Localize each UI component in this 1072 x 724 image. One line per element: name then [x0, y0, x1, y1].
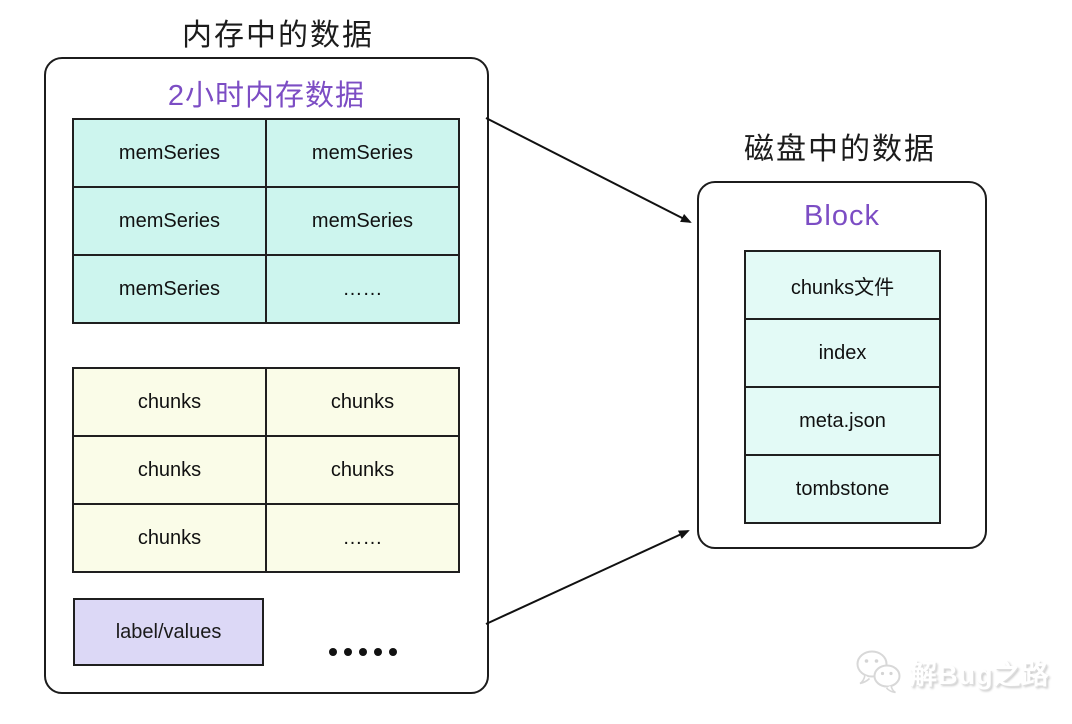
mem-series-table: memSeries memSeries memSeries memSeries …	[72, 118, 460, 324]
mem-series-cell: memSeries	[266, 187, 459, 255]
ellipsis-dots	[329, 644, 409, 660]
memory-box: 2小时内存数据 memSeries memSeries memSeries me…	[44, 57, 489, 694]
chunks-cell: chunks	[266, 368, 459, 436]
arrow-memory-to-block-bottom	[485, 530, 690, 625]
block-file-stack: chunks文件 index meta.json tombstone	[744, 250, 941, 524]
block-title: Block	[804, 200, 880, 232]
chunks-table: chunks chunks chunks chunks chunks ……	[72, 367, 460, 573]
mem-series-cell: memSeries	[73, 255, 266, 323]
disk-block-box: Block chunks文件 index meta.json tombstone	[697, 181, 987, 549]
arrow-memory-to-block-top	[485, 117, 692, 223]
chunks-cell: chunks	[73, 504, 266, 572]
block-file-chunks: chunks文件	[745, 251, 940, 319]
mem-series-cell: memSeries	[73, 119, 266, 187]
memory-section-title: 内存中的数据	[182, 19, 374, 52]
mem-series-cell: memSeries	[73, 187, 266, 255]
dot	[359, 648, 367, 656]
block-file-metajson: meta.json	[745, 387, 940, 455]
wechat-icon	[856, 650, 901, 694]
dot	[374, 648, 382, 656]
watermark-text: 解Bug之路	[910, 659, 1050, 690]
label-values-box: label/values	[73, 598, 264, 666]
chunks-cell: chunks	[73, 436, 266, 504]
mem-series-ellipsis-cell: ……	[266, 255, 459, 323]
dot	[329, 648, 337, 656]
chunks-cell: chunks	[73, 368, 266, 436]
block-file-index: index	[745, 319, 940, 387]
dot	[389, 648, 397, 656]
block-file-tombstone: tombstone	[745, 455, 940, 523]
mem-series-cell: memSeries	[266, 119, 459, 187]
watermark: 解Bug之路	[854, 648, 1049, 696]
chunks-cell: chunks	[266, 436, 459, 504]
disk-section-title: 磁盘中的数据	[744, 133, 936, 166]
chunks-ellipsis-cell: ……	[266, 504, 459, 572]
dot	[344, 648, 352, 656]
memory-box-title: 2小时内存数据	[167, 80, 366, 112]
